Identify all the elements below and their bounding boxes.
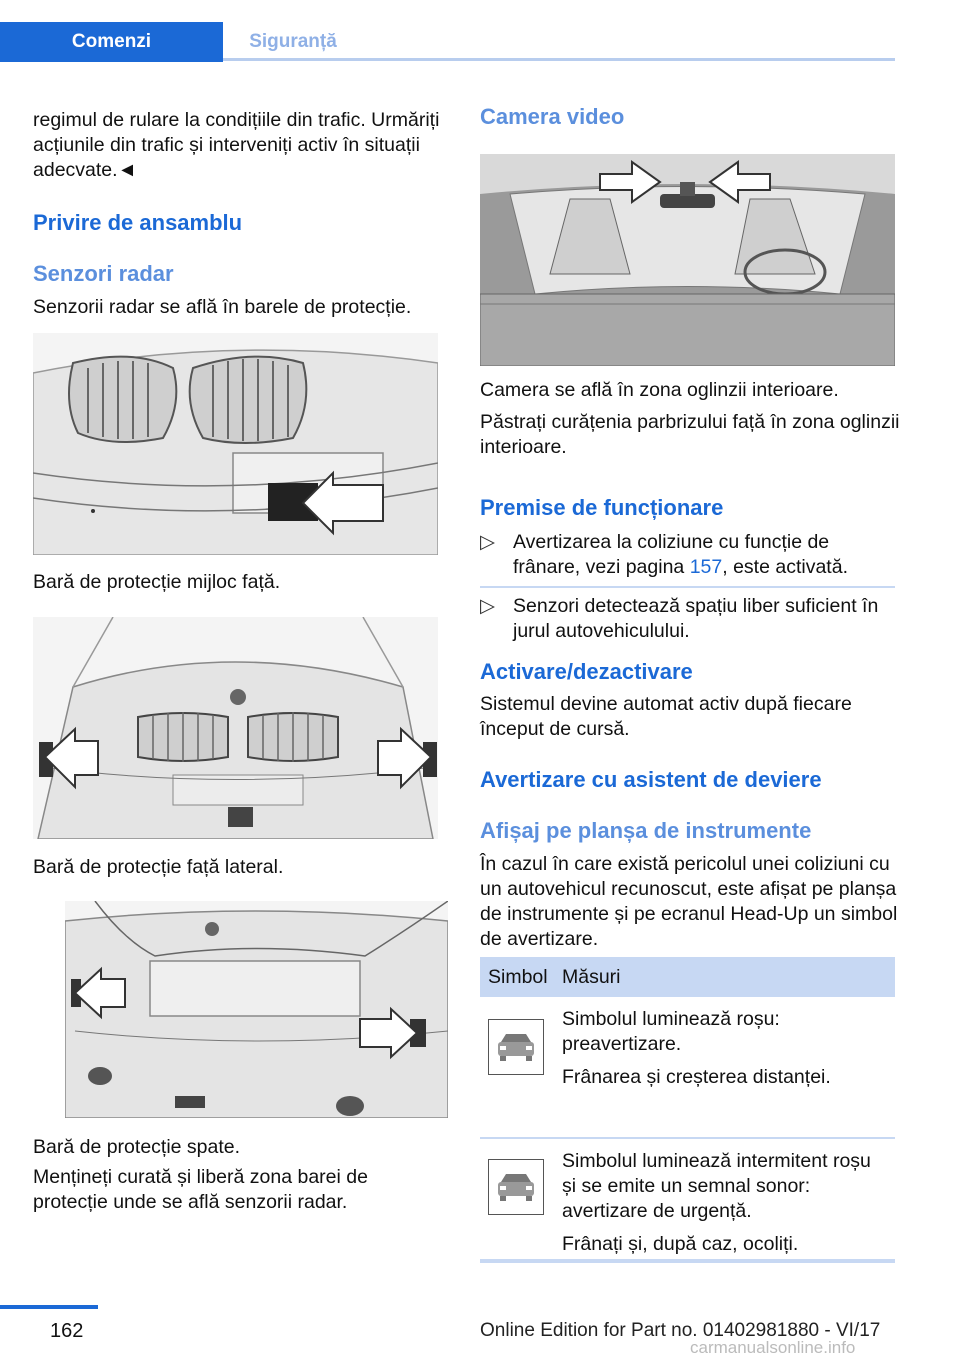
row-line2: Frânați și, după caz, ocoliți. [562,1233,799,1255]
list-item: ▷ Avertizarea la coliziune cu funcție de… [480,530,895,584]
bullet-text: Avertizarea la coliziune cu funcție de f… [513,530,893,580]
figure-front-bumper-middle [33,333,438,555]
figure-camera [480,154,895,366]
list-divider [480,586,895,588]
camera-clean-text: Păstrați curățenia parbrizului față în z… [480,411,900,458]
radar-paragraph: Senzorii radar se află în barele de prot… [33,296,412,318]
page-number: 162 [50,1320,84,1342]
row-line2: Frânarea și creșterea distanței. [562,1066,831,1088]
symbol-table: Simbol Măsuri Simbolul luminează roșu: p… [480,957,895,1263]
list-item: ▷ Senzori detectează spațiu liber sufici… [480,594,895,648]
row-text: Simbolul luminează intermitent roșu și s… [562,1149,887,1257]
bullet-marker: ▷ [480,595,495,617]
heading-activation: Activare/dezactivare [480,659,693,684]
car-warning-icon [488,1159,544,1215]
table-header: Simbol Măsuri [480,957,895,997]
display-text: În cazul în care există pericolul unei c… [480,853,898,950]
tab-comenzi[interactable]: Comenzi [0,22,223,62]
tab-underline [223,58,895,61]
camera-location-text: Camera se află în zona oglinzii interioa… [480,379,839,401]
figure-rear-bumper [65,901,448,1118]
column-header-symbol: Simbol [488,966,548,988]
heading-display: Afișaj pe planșa de instrumente [480,818,812,843]
column-header-measures: Măsuri [562,966,621,988]
footer-rule [0,1305,98,1309]
keep-clean-paragraph: Mențineți curată și liberă zona barei de… [33,1166,368,1213]
tab-siguranta[interactable]: Siguranță [249,31,337,52]
caption-front-middle: Bară de protecție mijloc față. [33,571,281,593]
watermark: carmanualsonline.info [690,1338,856,1357]
table-row: Simbolul luminează roșu: preavertizare. … [480,997,895,1139]
caption-front-lateral: Bară de protecție față lateral. [33,856,284,878]
heading-radar: Senzori radar [33,261,174,286]
figure-front-bumper-lateral [33,617,438,839]
caption-rear: Bară de protecție spate. [33,1136,241,1158]
car-warning-icon [488,1019,544,1075]
header-tabs: Comenzi Siguranță [0,22,895,62]
heading-overview: Privire de ansamblu [33,210,243,235]
bullet-text: Senzori detectează spațiu liber suficien… [513,595,879,642]
activation-text: Sistemul devine automat activ după fieca… [480,693,852,740]
heading-premise: Premise de funcționare [480,495,724,520]
bullet-marker: ▷ [480,531,495,553]
row-line1: Simbolul luminează intermitent roșu și s… [562,1150,871,1222]
intro-paragraph: regimul de rulare la condițiile din traf… [33,109,440,181]
heading-camera: Camera video [480,104,625,129]
page-link[interactable]: 157 [689,556,723,578]
bullet-text-start: Avertizarea la coliziune cu funcție de f… [513,531,830,578]
row-text: Simbolul luminează roșu: preavertizare. … [562,1007,887,1090]
edition-text: Online Edition for Part no. 01402981880 … [480,1320,881,1341]
premise-list: ▷ Avertizarea la coliziune cu funcție de… [480,530,895,648]
table-row: Simbolul luminează intermitent roșu și s… [480,1139,895,1263]
row-line1: Simbolul luminează roșu: preavertizare. [562,1008,780,1055]
heading-warning: Avertizare cu asistent de deviere [480,767,822,792]
bullet-text-end: , este activată. [722,556,848,578]
